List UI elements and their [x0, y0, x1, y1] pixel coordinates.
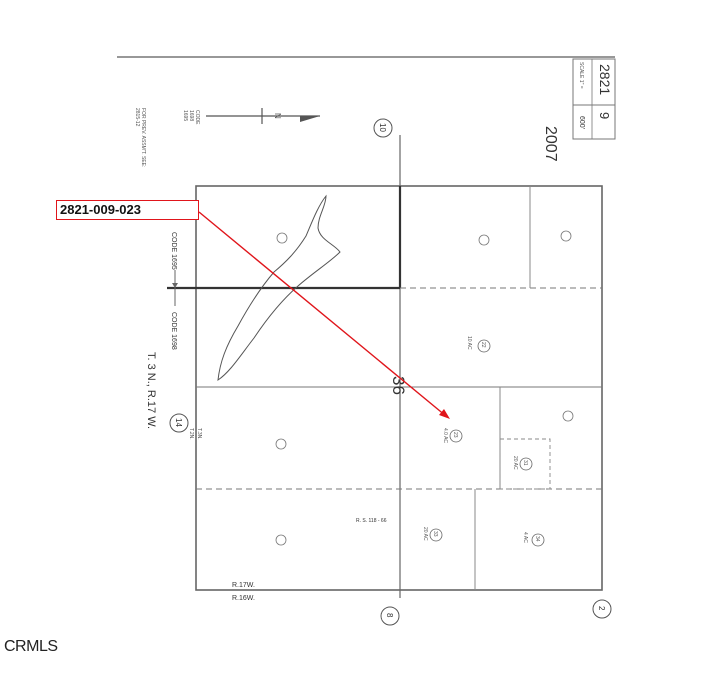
callout-arrow	[198, 211, 450, 419]
township-range-label: T. 3 N., R.17 W.	[145, 352, 157, 429]
code-upper-label: CODE 1695	[170, 232, 177, 270]
r17w-label: R.17W.	[232, 582, 255, 589]
parcel-23-area: 4.0 AC	[442, 428, 448, 443]
parcel-22-area: 10 AC	[466, 336, 472, 350]
parcel-marker-wash	[276, 232, 288, 244]
parcel-23[interactable]: 23 4.0 AC	[442, 428, 463, 443]
parcel-34-area: 4 AC	[522, 532, 528, 543]
parcel-marker-top-mid	[478, 234, 490, 246]
header-box: 2821 9 SCALE 1" = 600'	[572, 58, 616, 140]
code-label: CODE	[194, 110, 200, 125]
parcel-33[interactable]: 33 20 AC	[422, 527, 443, 542]
header-page: 9	[597, 112, 612, 119]
section-circle-right: 2	[592, 599, 612, 619]
code-1698: 1698	[188, 110, 194, 121]
section-left-number: 14	[174, 418, 183, 427]
r16w-label: R.16W.	[232, 595, 255, 602]
t3n-label: T.3N.	[196, 428, 202, 440]
t2n-label: T.2N.	[188, 428, 194, 440]
parcel-marker-top-right	[560, 230, 572, 242]
parcel-marker-left-mid	[275, 438, 287, 450]
rs-label: R. S. 118 - 66	[356, 518, 387, 524]
svg-text:N: N	[273, 113, 282, 119]
parcel-31-outline	[499, 438, 551, 490]
parcel-33-number: 33	[432, 531, 438, 537]
parcel-marker-left-low	[275, 534, 287, 546]
header-book: 2821	[597, 64, 613, 95]
callout-arrowhead-icon	[439, 409, 450, 419]
section-top-number: 10	[378, 123, 387, 132]
section-circle-top: 10	[373, 118, 393, 138]
header-year: 2007	[542, 126, 559, 162]
header-scale-label: SCALE 1" =	[578, 62, 584, 89]
parcel-34[interactable]: 34 4 AC	[522, 532, 545, 547]
parcel-marker-right-mid	[562, 410, 574, 422]
code-marker-arrow-icon	[172, 283, 178, 288]
code-1695: 1695	[182, 110, 188, 121]
parcel-31-number: 31	[522, 460, 528, 466]
section-number: 36	[389, 376, 408, 395]
prev-assessment-note: FOR PREV. ASSM'T. SEE:	[140, 108, 146, 167]
code-lower-label: CODE 1698	[170, 312, 177, 350]
parcel-22-number: 22	[480, 342, 486, 348]
parcel-callout-label: 2821-009-023	[56, 200, 199, 220]
prev-assessment-ref: 2815-12	[134, 108, 140, 127]
parcel-31[interactable]: 31 20 AC	[512, 456, 533, 471]
parcel-34-number: 34	[534, 536, 540, 542]
north-arrow-icon: N	[206, 108, 320, 124]
parcel-33-area: 20 AC	[422, 527, 428, 541]
header-scale-value: 600'	[578, 116, 585, 129]
parcel-31-area: 20 AC	[512, 456, 518, 470]
parcel-22[interactable]: 22 10 AC	[466, 336, 491, 353]
crmls-watermark: CRMLS	[4, 638, 58, 655]
wash-boundary	[217, 194, 341, 382]
parcel-23-number: 23	[452, 432, 458, 438]
section-circle-bottom: 8	[380, 606, 400, 626]
left-notes: CODE 1698 1695 FOR PREV. ASSM'T. SEE: 28…	[134, 108, 200, 167]
section-right-number: 2	[597, 606, 606, 611]
section-bottom-number: 8	[385, 613, 394, 618]
section-circle-left: 14	[169, 413, 189, 433]
